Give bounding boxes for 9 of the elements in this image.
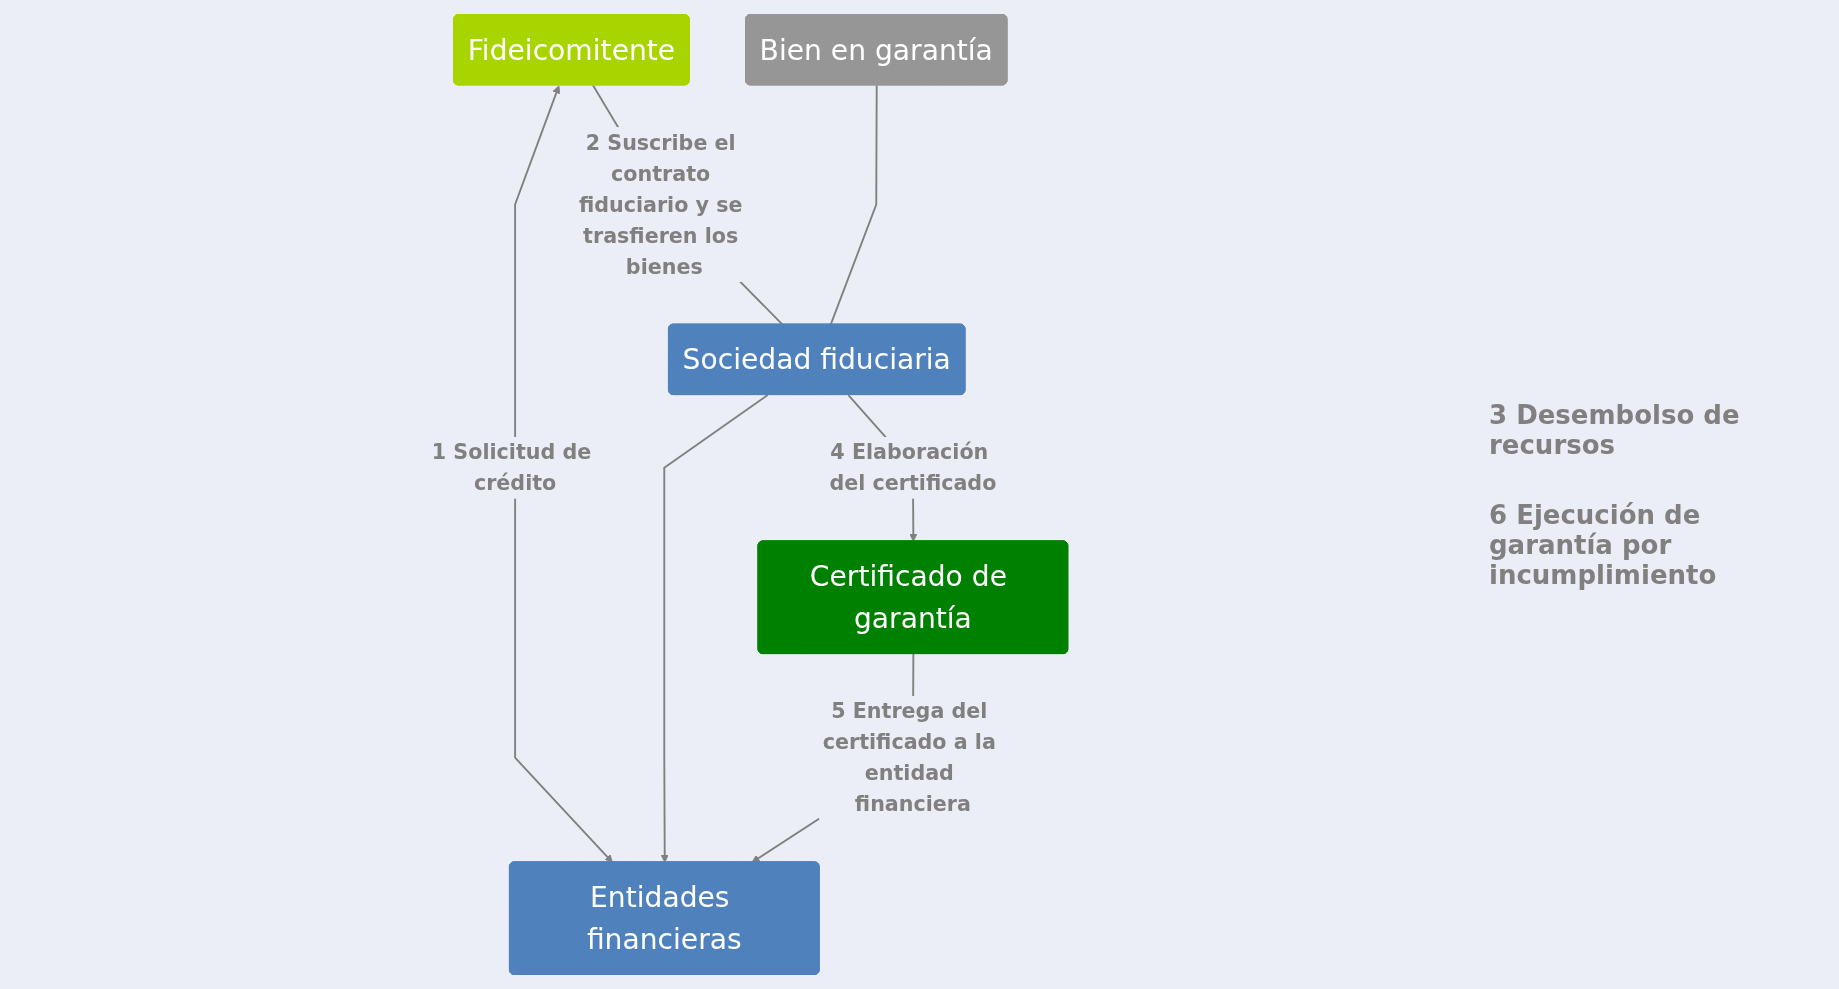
edge-label: 2 Suscribe el contrato fiduciario y se trasfieren los bienes (578, 130, 743, 279)
arrow (514, 85, 613, 863)
edge-label: 4 Elaboración del certificado (829, 440, 997, 495)
connector (829, 84, 878, 326)
step-note: 6 Ejecución de garantía por incumplimiento (1489, 499, 1718, 590)
step-note: 3 Desembolso de recursos (1489, 399, 1741, 460)
arrow (660, 394, 769, 863)
edge-label: 5 Entrega del certificado a la entidad financiera (822, 699, 996, 816)
edge-label: 1 Solicitud de crédito (431, 440, 592, 495)
